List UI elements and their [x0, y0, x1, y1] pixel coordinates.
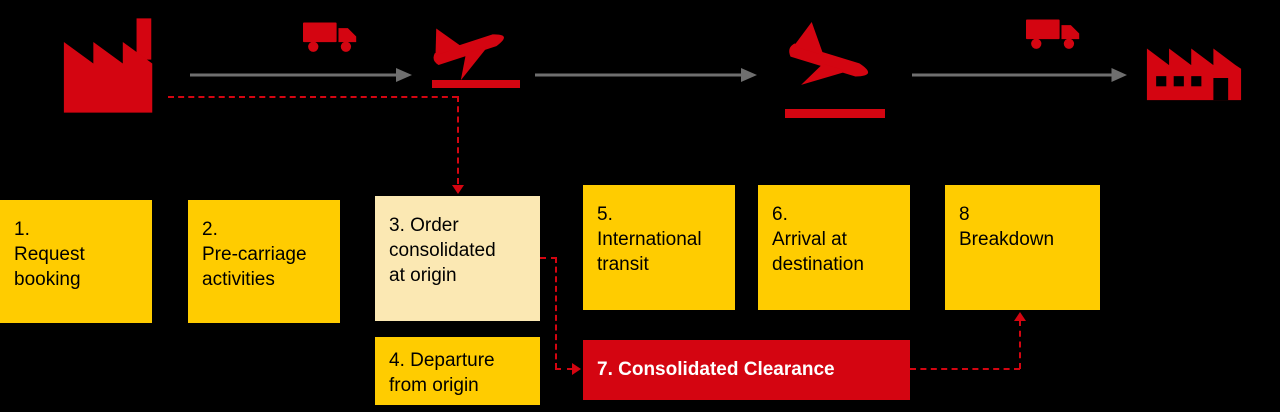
- arrowhead-up-icon: [1014, 312, 1026, 321]
- step-box-7-consolidated-clearance: 7. Consolidated Clearance: [583, 340, 910, 400]
- arrowhead-down-icon: [452, 185, 464, 194]
- step-box-4-departure: 4. Departure from origin: [375, 337, 540, 405]
- step-box-2-pre-carriage: 2. Pre-carriage activities: [188, 200, 340, 323]
- truck-icon: [303, 19, 359, 54]
- step-label: 5. International transit: [597, 204, 702, 276]
- flow-arrow-icon: [190, 67, 412, 83]
- connector-factory-to-step3-drop: [457, 96, 459, 184]
- step-label: 7. Consolidated Clearance: [597, 359, 835, 381]
- step-label: 6. Arrival at destination: [772, 204, 864, 276]
- flow-arrow-icon: [535, 67, 757, 83]
- runway-bar: [432, 80, 520, 88]
- connector-step3-to-step7-in: [555, 368, 573, 370]
- plane-landing-icon: [778, 18, 888, 106]
- step-box-3-order-consolidated: 3. Order consolidated at origin: [375, 196, 540, 321]
- step-label: 8 Breakdown: [959, 204, 1055, 251]
- step-label: 2. Pre-carriage activities: [202, 219, 307, 291]
- step-label: 3. Order consolidated at origin: [389, 215, 496, 287]
- step-box-5-international-transit: 5. International transit: [583, 185, 735, 310]
- connector-factory-to-step3: [168, 96, 458, 98]
- connector-step7-to-step8: [910, 368, 1020, 370]
- connector-step3-to-step7-drop: [555, 257, 557, 369]
- step-box-1-request-booking: 1. Request booking: [0, 200, 152, 323]
- connector-step3-to-step7: [540, 257, 557, 259]
- factory-destination-icon: [1143, 30, 1245, 102]
- step-box-8-breakdown: 8 Breakdown: [945, 185, 1100, 310]
- step-label: 1. Request booking: [14, 219, 85, 291]
- connector-step7-to-step8-rise: [1019, 320, 1021, 369]
- step-label: 4. Departure from origin: [389, 350, 495, 397]
- truck-icon: [1026, 16, 1082, 51]
- flow-arrow-icon: [912, 67, 1127, 83]
- runway-bar: [785, 109, 885, 118]
- step-box-6-arrival: 6. Arrival at destination: [758, 185, 910, 310]
- plane-takeoff-icon: [420, 10, 525, 84]
- factory-origin-icon: [58, 12, 166, 120]
- arrowhead-right-icon: [572, 363, 581, 375]
